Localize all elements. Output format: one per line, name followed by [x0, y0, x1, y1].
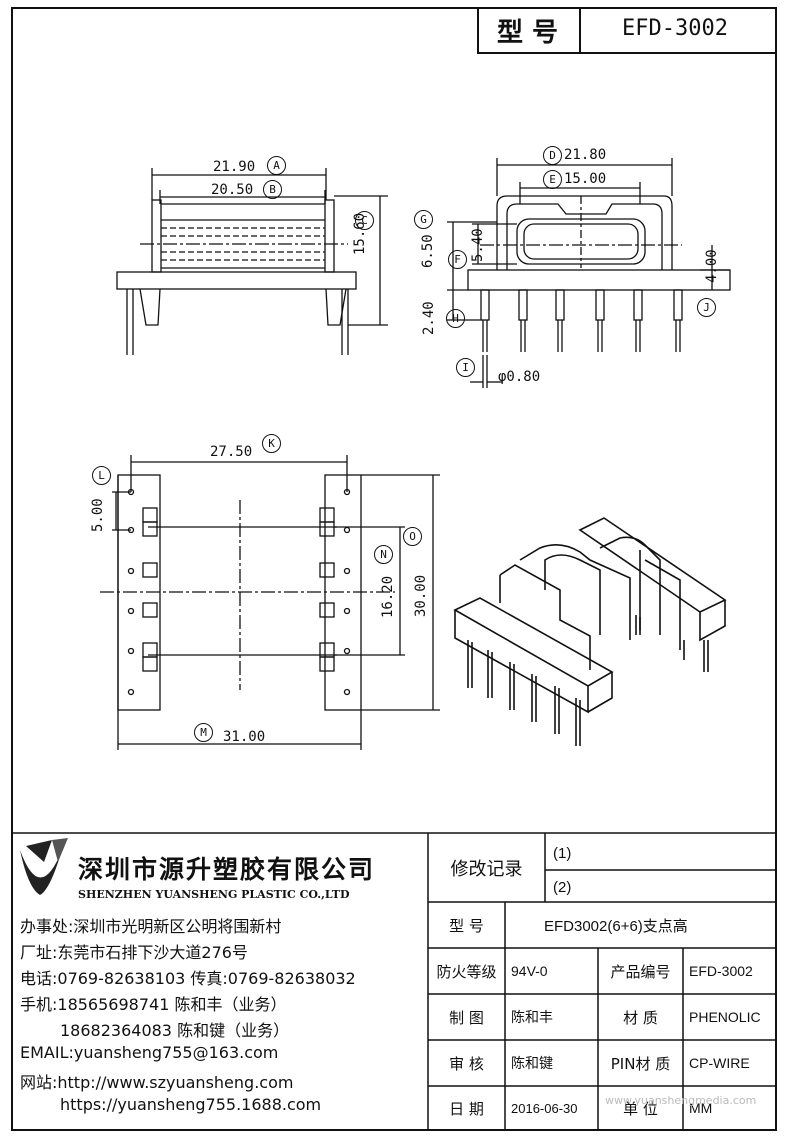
dim-n-marker: N	[374, 545, 393, 564]
dim-l-value: 5.00	[90, 498, 106, 532]
dim-j-value: 4.00	[704, 249, 720, 283]
company-mobile-1: 手机:18565698741 陈和丰（业务）	[20, 995, 287, 1014]
info-draw-value: 陈和丰	[511, 1009, 553, 1025]
company-phone: 电话:0769-82638103 传真:0769-82638032	[20, 969, 356, 988]
dim-b-marker: B	[263, 180, 282, 199]
info-pin-label: PIN材 质	[610, 1054, 671, 1073]
dim-g-marker: G	[414, 210, 433, 229]
info-date-value: 2016-06-30	[511, 1100, 578, 1116]
info-fire-value: 94V-0	[511, 963, 548, 979]
info-review-label: 审 核	[449, 1054, 484, 1073]
dim-j-marker: J	[697, 298, 716, 317]
company-website-2: https://yuansheng755.1688.com	[60, 1095, 322, 1114]
dim-a-marker: A	[267, 156, 286, 175]
dim-e-marker: E	[543, 170, 562, 189]
info-model-label: 型 号	[449, 916, 484, 935]
dim-d-value: 21.80	[564, 147, 607, 163]
dim-i-value: φ0.80	[498, 369, 541, 385]
dim-c-value: 15.60	[352, 212, 368, 255]
front-view	[447, 158, 731, 388]
dim-m-value: 31.00	[223, 729, 266, 745]
company-name-en: SHENZHEN YUANSHENG PLASTIC CO.,LTD	[78, 888, 350, 901]
dim-d-marker: D	[543, 146, 562, 165]
info-pin-value: CP-WIRE	[689, 1055, 750, 1071]
dim-n-value: 16.20	[380, 575, 396, 618]
watermark: www.yuanshengmedia.com	[605, 1094, 757, 1107]
info-product-no-value: EFD-3002	[689, 963, 753, 979]
dim-k-value: 27.50	[210, 444, 253, 460]
revision-1: (1)	[553, 844, 572, 862]
model-value: EFD-3002	[622, 16, 728, 41]
bottom-view	[100, 455, 440, 750]
info-material-value: PHENOLIC	[689, 1009, 761, 1025]
dim-h-marker: H	[446, 309, 465, 328]
dim-b-value: 20.50	[211, 182, 254, 198]
dim-f-value: 5.40	[470, 228, 486, 262]
dim-k-marker: K	[262, 434, 281, 453]
info-material-label: 材 质	[623, 1008, 658, 1027]
dim-h-value: 2.40	[421, 301, 437, 335]
info-product-no-label: 产品编号	[610, 962, 671, 981]
info-unit-label: 单 位	[623, 1099, 658, 1118]
info-fire-label: 防火等级	[436, 962, 497, 981]
model-label: 型 号	[497, 18, 559, 48]
company-mobile-2: 18682364083 陈和键（业务）	[60, 1021, 290, 1040]
company-factory: 厂址:东莞市石排下沙大道276号	[20, 943, 248, 962]
dim-a-value: 21.90	[213, 159, 256, 175]
title-block-grid	[12, 832, 776, 1130]
info-draw-label: 制 图	[449, 1008, 484, 1027]
dim-g-value: 6.50	[420, 234, 436, 268]
company-name-cn: 深圳市源升塑胶有限公司	[78, 855, 376, 884]
dim-i-marker: I	[456, 358, 475, 377]
revision-label: 修改记录	[450, 858, 523, 880]
dim-m-marker: M	[194, 723, 213, 742]
side-view	[116, 168, 388, 355]
dim-l-marker: L	[92, 466, 111, 485]
isometric-view	[453, 517, 727, 746]
info-unit-value: MM	[689, 1100, 713, 1116]
company-website: 网站:http://www.szyuansheng.com	[20, 1073, 294, 1092]
dim-f-marker: F	[448, 250, 467, 269]
info-date-label: 日 期	[449, 1099, 484, 1118]
company-email: EMAIL:yuansheng755@163.com	[20, 1043, 279, 1062]
revision-2: (2)	[553, 878, 572, 896]
dim-c-marker: C	[355, 211, 374, 230]
info-model-value: EFD3002(6+6)支点高	[544, 917, 688, 935]
dim-o-marker: O	[403, 527, 422, 546]
company-office: 办事处:深圳市光明新区公明将围新村	[20, 917, 282, 936]
dim-o-value: 30.00	[413, 574, 429, 617]
dim-e-value: 15.00	[564, 171, 607, 187]
info-review-value: 陈和键	[511, 1055, 553, 1071]
company-logo	[20, 838, 68, 895]
